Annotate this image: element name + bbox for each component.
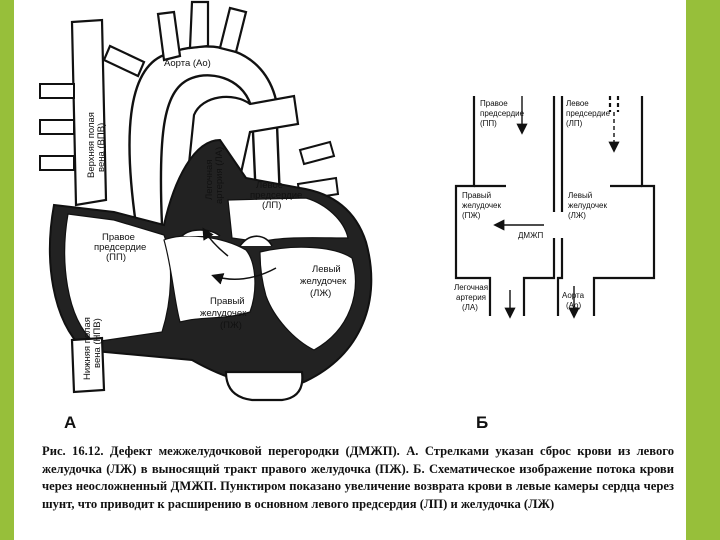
descending-aorta: [226, 372, 302, 400]
aorta-label: Аорта (Ао): [164, 58, 211, 69]
b-rv-label-2: желудочек: [462, 201, 501, 210]
b-la-label-3: (ЛП): [566, 119, 583, 128]
b-pa-label-2: артерия: [456, 293, 486, 302]
b-rv-label-1: Правый: [462, 191, 491, 200]
b-ao-label-1: Аорта: [562, 291, 585, 300]
slide-page: Аорта (Ао) Верхняя полая вена (ВПВ) Лего…: [14, 0, 686, 540]
svc-label-2: вена (ВПВ): [96, 123, 107, 172]
figure-caption: Рис. 16.12. Дефект межжелудочковой перег…: [42, 443, 674, 513]
b-ra-label-2: предсердие: [480, 109, 525, 118]
vein-stubs: [40, 84, 74, 170]
b-lv-label-3: (ЛЖ): [568, 211, 586, 220]
ivc-label-2: вена (НПВ): [92, 318, 103, 368]
lv-label-1: Левый: [312, 264, 341, 275]
b-ra-label-3: (ПП): [480, 119, 497, 128]
rv-label-2: желудочек: [200, 308, 247, 319]
panel-b-letter: Б: [476, 413, 488, 432]
pa-label-2: артерия (ЛА): [214, 147, 225, 204]
rv-label-1: Правый: [210, 296, 245, 307]
b-ra-label-1: Правое: [480, 99, 508, 108]
b-vsd-label: ДМЖП: [518, 231, 543, 240]
figure-canvas: Аорта (Ао) Верхняя полая вена (ВПВ) Лего…: [14, 0, 686, 440]
b-pa-label-3: (ЛА): [462, 303, 478, 312]
b-rv-label-3: (ПЖ): [462, 211, 481, 220]
la-label-3: (ЛП): [262, 200, 281, 211]
b-lv-label-1: Левый: [568, 191, 592, 200]
b-pa-label-1: Легочная: [454, 283, 488, 292]
heart-diagram: Аорта (Ао) Верхняя полая вена (ВПВ) Лего…: [40, 2, 371, 432]
lv-label-2: желудочек: [300, 276, 347, 287]
lv-label-3: (ЛЖ): [310, 288, 331, 299]
panel-a-letter: А: [64, 413, 76, 432]
b-ao-label-2: (Ао): [566, 301, 581, 310]
caption-lead: Рис. 16.12. Дефект межжелудочковой перег…: [42, 444, 418, 458]
ra-label-3: (ПП): [106, 252, 126, 263]
flow-labels: Правое предсердие (ПП) Левое предсердие …: [454, 99, 611, 432]
b-la-label-2: предсердие: [566, 109, 611, 118]
b-la-label-1: Левое: [566, 99, 589, 108]
rv-label-3: (ПЖ): [220, 320, 242, 331]
b-lv-label-2: желудочек: [568, 201, 607, 210]
